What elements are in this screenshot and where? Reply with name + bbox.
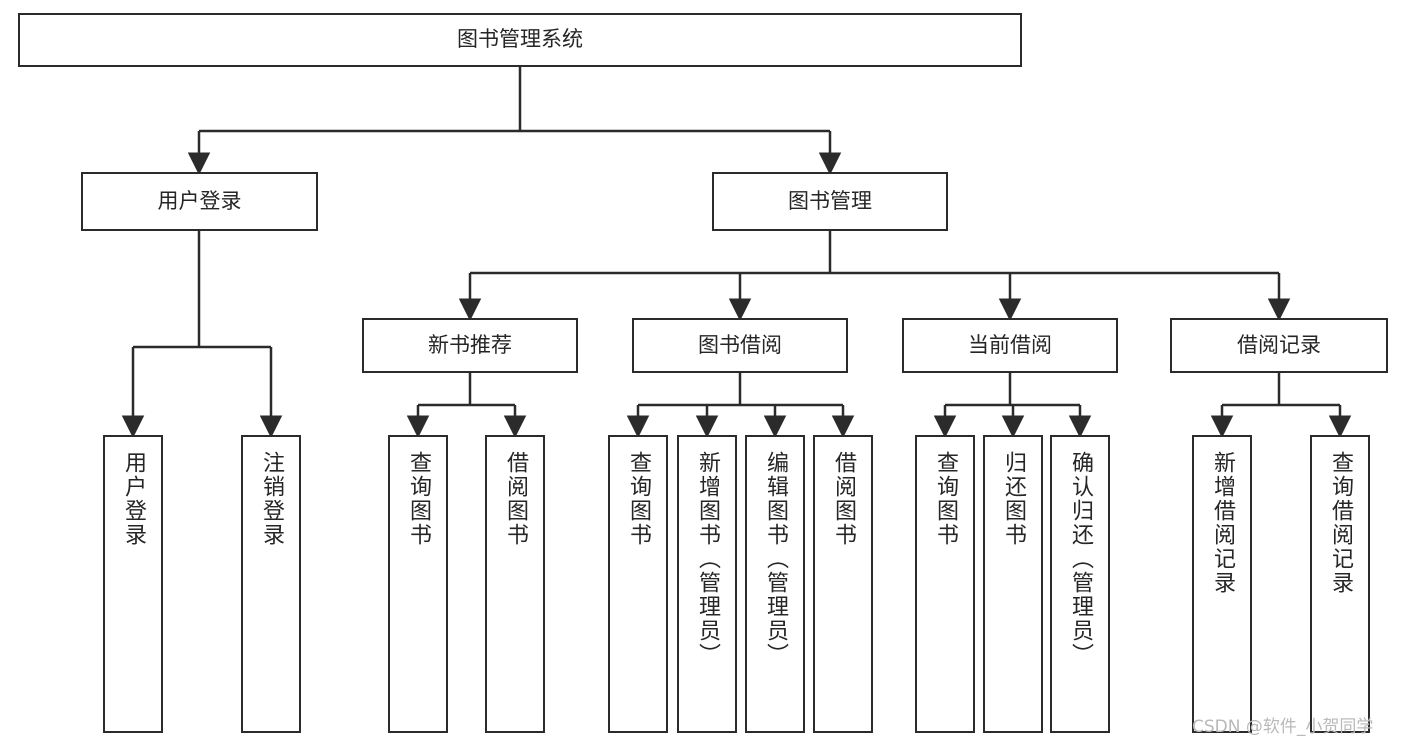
- node-label: 借阅图书: [831, 451, 856, 547]
- node-label: 查询借阅记录: [1328, 451, 1353, 595]
- node-label: 借阅图书: [503, 451, 528, 547]
- edge-bookmgmt-to-level2: [458, 231, 1291, 321]
- edge-bookborrow-to-leaves: [626, 373, 855, 438]
- node-label: 新增图书（管理员）: [695, 451, 720, 667]
- node-label: 注销登录: [259, 451, 284, 547]
- node-new-book-recommend[interactable]: 新书推荐: [362, 318, 578, 373]
- node-book-borrow[interactable]: 图书借阅: [632, 318, 848, 373]
- node-leaf-add-borrow-record[interactable]: 新增借阅记录: [1192, 435, 1252, 733]
- node-label: 查询图书: [626, 451, 651, 547]
- node-label: 图书管理系统: [457, 27, 583, 52]
- node-label: 编辑图书（管理员）: [763, 451, 788, 667]
- edge-borrowrecord-to-leaves: [1210, 373, 1352, 438]
- node-label: 用户登录: [157, 188, 242, 213]
- node-leaf-query-borrow-record[interactable]: 查询借阅记录: [1310, 435, 1370, 733]
- node-label: 图书管理: [788, 188, 872, 213]
- edge-root-to-level1: [187, 67, 842, 175]
- node-label: 图书借阅: [698, 332, 782, 357]
- node-label: 当前借阅: [968, 332, 1052, 357]
- node-leaf-add-book[interactable]: 新增图书（管理员）: [677, 435, 737, 733]
- node-label: 确认归还（管理员）: [1068, 451, 1093, 667]
- csdn-watermark: CSDN @软件_小贺同学: [1192, 717, 1374, 737]
- node-book-management[interactable]: 图书管理: [712, 172, 948, 231]
- node-leaf-borrow-book-recommend[interactable]: 借阅图书: [485, 435, 545, 733]
- node-label: 归还图书: [1001, 451, 1026, 547]
- node-leaf-logout[interactable]: 注销登录: [241, 435, 301, 733]
- node-leaf-query-book-current[interactable]: 查询图书: [915, 435, 975, 733]
- node-label: 查询图书: [933, 451, 958, 547]
- node-user-login[interactable]: 用户登录: [81, 172, 318, 231]
- edge-currentborrow-to-leaves: [933, 373, 1092, 438]
- node-label: 查询图书: [406, 451, 431, 547]
- node-label: 新书推荐: [428, 332, 512, 357]
- node-leaf-borrow-book[interactable]: 借阅图书: [813, 435, 873, 733]
- node-leaf-query-book-borrow[interactable]: 查询图书: [608, 435, 668, 733]
- node-leaf-user-login[interactable]: 用户登录: [103, 435, 163, 733]
- node-label: 新增借阅记录: [1210, 451, 1235, 595]
- node-current-borrow[interactable]: 当前借阅: [902, 318, 1118, 373]
- node-root-system[interactable]: 图书管理系统: [18, 13, 1022, 67]
- edge-userlogin-to-leaves: [121, 231, 283, 438]
- node-label: 借阅记录: [1237, 332, 1321, 357]
- node-borrow-record[interactable]: 借阅记录: [1170, 318, 1388, 373]
- node-label: 用户登录: [121, 451, 146, 547]
- edge-newbookrec-to-leaves: [406, 373, 527, 438]
- node-leaf-query-book-recommend[interactable]: 查询图书: [388, 435, 448, 733]
- node-leaf-return-book[interactable]: 归还图书: [983, 435, 1043, 733]
- node-leaf-edit-book[interactable]: 编辑图书（管理员）: [745, 435, 805, 733]
- node-leaf-confirm-return[interactable]: 确认归还（管理员）: [1050, 435, 1110, 733]
